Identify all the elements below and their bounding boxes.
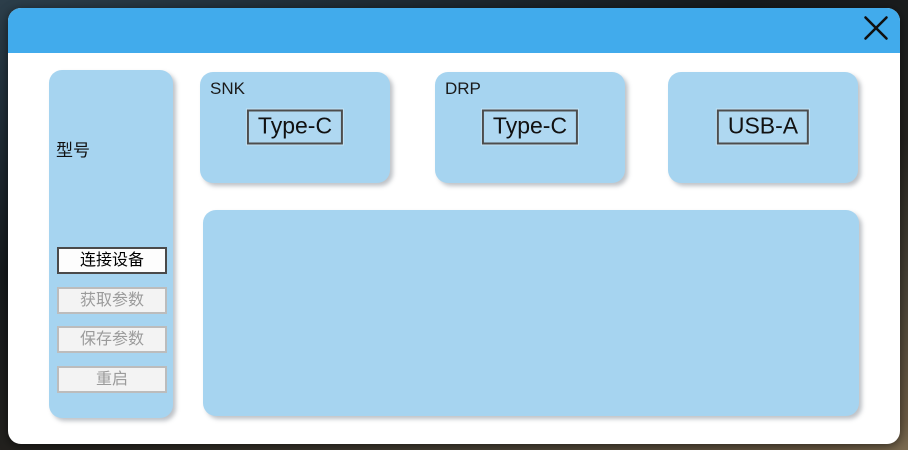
get-parameters-button[interactable]: 获取参数 bbox=[57, 287, 167, 314]
save-parameters-button[interactable]: 保存参数 bbox=[57, 326, 167, 353]
status-display-panel bbox=[203, 210, 859, 416]
drp-type-c-button[interactable]: Type-C bbox=[480, 108, 580, 146]
usb-a-port-panel: USB-A bbox=[668, 72, 858, 183]
model-label: 型号 bbox=[56, 141, 90, 160]
device-config-dialog: 型号 连接设备 获取参数 保存参数 重启 SNK Type-C DRP Type… bbox=[8, 8, 900, 444]
usb-a-button[interactable]: USB-A bbox=[715, 108, 811, 146]
model-sidebar-panel: 型号 连接设备 获取参数 保存参数 重启 bbox=[49, 70, 173, 418]
titlebar bbox=[8, 8, 900, 53]
snk-label: SNK bbox=[210, 79, 245, 98]
snk-port-panel: SNK Type-C bbox=[200, 72, 390, 183]
close-button[interactable] bbox=[860, 12, 892, 44]
close-icon bbox=[864, 16, 888, 40]
snk-type-c-button[interactable]: Type-C bbox=[245, 108, 345, 146]
connect-device-button[interactable]: 连接设备 bbox=[57, 247, 167, 274]
drp-port-panel: DRP Type-C bbox=[435, 72, 625, 183]
restart-button[interactable]: 重启 bbox=[57, 366, 167, 393]
drp-label: DRP bbox=[445, 79, 481, 98]
